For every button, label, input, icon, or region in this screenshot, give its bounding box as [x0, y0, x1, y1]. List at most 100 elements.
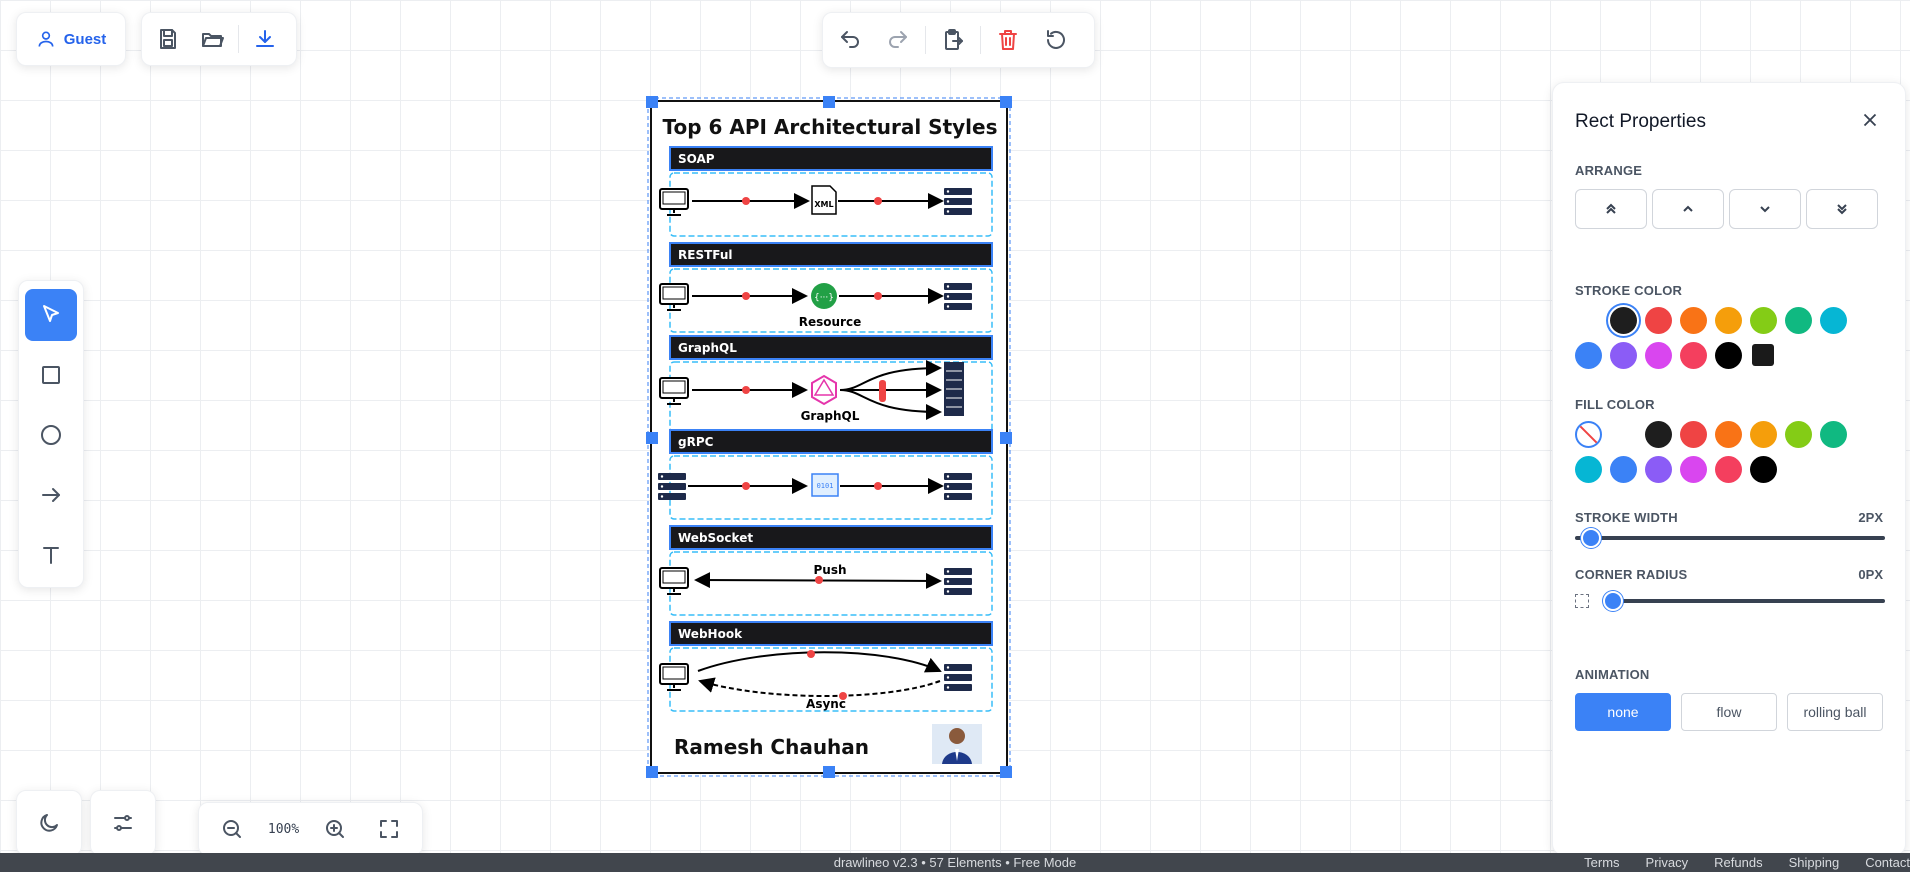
animation-label: ANIMATION — [1575, 667, 1650, 682]
stroke-width-knob[interactable] — [1580, 528, 1601, 548]
clipboard-export-button[interactable] — [930, 18, 976, 62]
animation-flow-button[interactable]: flow — [1681, 693, 1777, 731]
settings-toggle[interactable] — [90, 790, 156, 856]
websocket-flow: Push — [659, 563, 972, 595]
section-header[interactable] — [669, 429, 993, 454]
redo-button[interactable] — [875, 18, 921, 62]
section-body[interactable] — [669, 172, 993, 237]
author-name[interactable]: Ramesh Chauhan — [674, 735, 869, 759]
undo-button[interactable] — [827, 18, 873, 62]
zoom-controls: 100% — [198, 802, 423, 856]
footer-link-privacy[interactable]: Privacy — [1645, 855, 1689, 870]
graphql-flow: GraphQL — [659, 360, 964, 423]
stroke-swatch[interactable] — [1645, 307, 1672, 334]
diagram-canvas[interactable]: Top 6 API Architectural Styles SOAPRESTF… — [646, 96, 1012, 778]
author-avatar[interactable] — [932, 724, 982, 764]
fill-swatch[interactable] — [1715, 456, 1742, 483]
stroke-swatch[interactable] — [1610, 307, 1637, 334]
text-tool[interactable] — [25, 529, 77, 581]
arrow-right-icon — [42, 488, 60, 502]
fill-swatch[interactable] — [1575, 456, 1602, 483]
properties-panel: Rect Properties ARRANGE STROKE COLOR FIL… — [1552, 82, 1906, 856]
footer-link-shipping[interactable]: Shipping — [1788, 855, 1840, 870]
stroke-swatch[interactable] — [1645, 342, 1672, 369]
settings-button[interactable] — [101, 801, 145, 845]
fill-swatch[interactable] — [1820, 421, 1847, 448]
stroke-swatch[interactable] — [1715, 342, 1742, 369]
section-body[interactable] — [669, 455, 993, 520]
stroke-swatch[interactable] — [1820, 307, 1847, 334]
stroke-swatch[interactable] — [1575, 307, 1602, 334]
stroke-swatch[interactable] — [1680, 342, 1707, 369]
theme-button[interactable] — [27, 801, 71, 845]
user-icon — [38, 31, 54, 47]
fill-swatch[interactable] — [1715, 421, 1742, 448]
section-label: gRPC — [678, 435, 714, 449]
stroke-swatch[interactable] — [1610, 342, 1637, 369]
stroke-swatch[interactable] — [1785, 307, 1812, 334]
open-button[interactable] — [190, 17, 234, 61]
reset-button[interactable] — [1033, 18, 1079, 62]
fit-screen-button[interactable] — [371, 807, 407, 851]
fill-swatch[interactable] — [1785, 421, 1812, 448]
stroke-swatch[interactable] — [1715, 307, 1742, 334]
zoom-out-icon — [222, 820, 241, 838]
bring-to-front-button[interactable] — [1575, 189, 1647, 229]
footer-link-terms[interactable]: Terms — [1584, 855, 1620, 870]
arrow-tool[interactable] — [25, 469, 77, 521]
stroke-swatch[interactable] — [1752, 344, 1774, 366]
send-backward-button[interactable] — [1729, 189, 1801, 229]
diagram-title[interactable]: Top 6 API Architectural Styles — [663, 115, 998, 139]
footer-link-refunds[interactable]: Refunds — [1714, 855, 1763, 870]
stroke-swatch[interactable] — [1750, 307, 1777, 334]
download-button[interactable] — [243, 17, 287, 61]
zoom-in-button[interactable] — [317, 807, 353, 851]
fill-swatch[interactable] — [1750, 456, 1777, 483]
rectangle-tool[interactable] — [25, 349, 77, 401]
fill-swatch[interactable] — [1645, 456, 1672, 483]
selection-handles[interactable] — [646, 96, 1012, 778]
section-header[interactable] — [669, 335, 993, 360]
fill-swatch[interactable] — [1575, 421, 1602, 448]
bring-forward-button[interactable] — [1652, 189, 1724, 229]
zoom-out-button[interactable] — [214, 807, 250, 851]
animation-rolling-ball-button[interactable]: rolling ball — [1787, 693, 1883, 731]
circle-tool[interactable] — [25, 409, 77, 461]
footer-link-contact[interactable]: Contact — [1865, 855, 1910, 870]
section-header[interactable] — [669, 525, 993, 550]
theme-toggle[interactable] — [16, 790, 82, 856]
restful-flow: {···} Resource — [659, 283, 972, 329]
trash-icon — [999, 30, 1017, 50]
section-body[interactable] — [669, 551, 993, 616]
close-properties-button[interactable] — [1859, 109, 1885, 135]
delete-button[interactable] — [985, 18, 1031, 62]
fill-swatch[interactable] — [1680, 456, 1707, 483]
guest-user-button[interactable]: Guest — [16, 12, 126, 66]
corner-radius-icon — [1575, 594, 1589, 608]
chevron-up-icon — [1683, 205, 1693, 212]
fill-swatch[interactable] — [1750, 421, 1777, 448]
animation-none-button[interactable]: none — [1575, 693, 1671, 731]
save-icon — [160, 29, 176, 49]
section-body[interactable] — [669, 647, 993, 712]
section-header[interactable] — [669, 146, 993, 171]
corner-radius-knob[interactable] — [1603, 591, 1623, 611]
stroke-swatch[interactable] — [1575, 342, 1602, 369]
section-body[interactable] — [669, 268, 993, 333]
section-header[interactable] — [669, 621, 993, 646]
fill-swatch[interactable] — [1610, 456, 1637, 483]
stroke-swatch[interactable] — [1680, 307, 1707, 334]
fill-color-swatches — [1575, 421, 1855, 483]
fill-swatch[interactable] — [1645, 421, 1672, 448]
fill-swatch[interactable] — [1680, 421, 1707, 448]
send-to-back-button[interactable] — [1806, 189, 1878, 229]
fill-swatch[interactable] — [1610, 421, 1637, 448]
select-tool[interactable] — [25, 289, 77, 341]
save-button[interactable] — [146, 17, 190, 61]
resource-label: Resource — [799, 315, 861, 329]
stroke-width-slider[interactable] — [1575, 528, 1885, 548]
section-header[interactable] — [669, 242, 993, 267]
redo-icon — [889, 31, 907, 48]
fill-color-label: FILL COLOR — [1575, 397, 1655, 412]
corner-radius-slider[interactable] — [1603, 591, 1885, 611]
